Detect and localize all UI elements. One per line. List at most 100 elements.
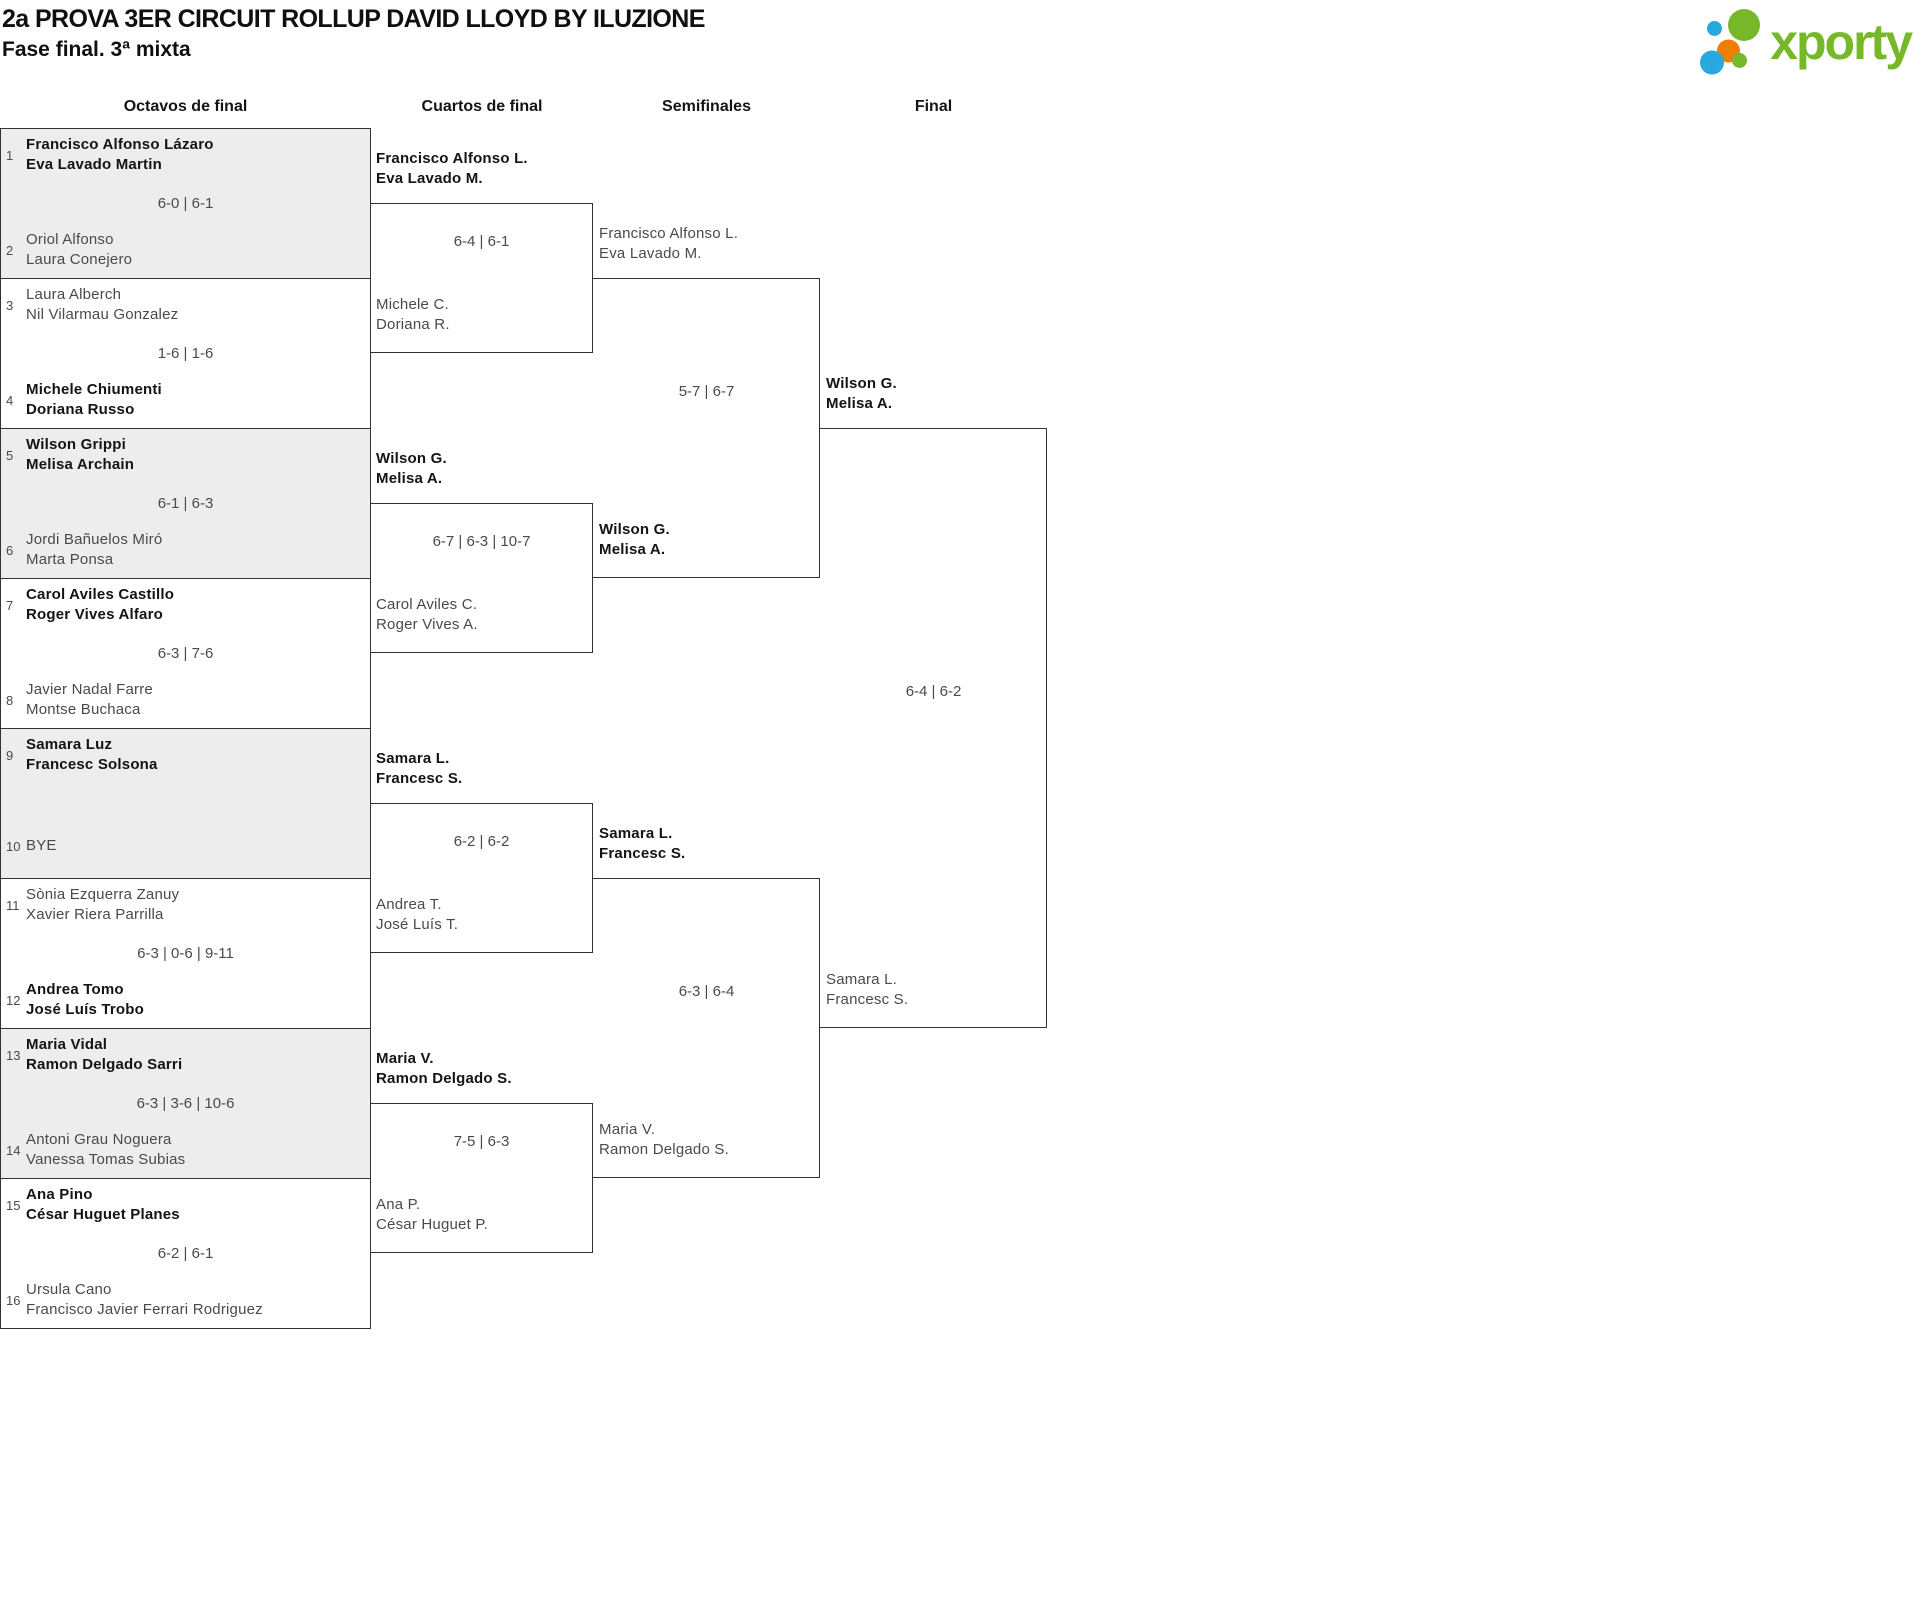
team-name-line: Wilson Grippi bbox=[26, 436, 126, 453]
team-name-line: Wilson G. bbox=[599, 521, 670, 538]
advancing-team-entry: Francisco Alfonso L.Eva Lavado M. bbox=[376, 149, 528, 189]
seed-number: 10 bbox=[6, 838, 21, 854]
team-name-line: Laura Conejero bbox=[26, 251, 133, 268]
seed-number: 13 bbox=[6, 1047, 21, 1063]
team-name-line: Ramon Delgado S. bbox=[599, 1141, 729, 1158]
team-name-line: Antoni Grau Noguera bbox=[26, 1131, 172, 1148]
team-name-line: Roger Vives Alfaro bbox=[26, 606, 163, 623]
team-names: Francisco Alfonso L.Eva Lavado M. bbox=[599, 224, 738, 264]
match-score: 6-3 | 0-6 | 9-11 bbox=[137, 945, 234, 962]
seed-number: 15 bbox=[6, 1197, 21, 1213]
team-name-line: Andrea T. bbox=[376, 896, 442, 913]
team-names: Wilson G. Melisa A. bbox=[826, 374, 897, 414]
team-names: Samara L.Francesc S. bbox=[376, 749, 462, 789]
team-names: Francisco Alfonso L.Eva Lavado M. bbox=[376, 149, 528, 189]
team-name-line: Wilson G. bbox=[376, 450, 447, 467]
team-name-line: Doriana Russo bbox=[26, 401, 135, 418]
team-names: Samara L.Francesc S. bbox=[826, 970, 908, 1010]
semifinal-match-box bbox=[593, 278, 820, 578]
cuartos-match-box bbox=[370, 503, 593, 653]
team-name-line: Javier Nadal Farre bbox=[26, 681, 153, 698]
match-score: 6-3 | 7-6 bbox=[157, 645, 214, 662]
round-header-cuartos: Cuartos de final bbox=[421, 98, 543, 115]
team-name-line: Samara L. bbox=[599, 825, 673, 842]
team-name-line: César Huguet Planes bbox=[26, 1206, 180, 1223]
team-name-line: Oriol Alfonso bbox=[26, 231, 114, 248]
team-name-line: Francesc Solsona bbox=[26, 756, 158, 773]
round-header-final: Final bbox=[914, 98, 953, 115]
team-names: Ana P.César Huguet P. bbox=[376, 1195, 488, 1235]
advancing-team-entry: Wilson G. Melisa A. bbox=[376, 449, 447, 489]
seed-number: 16 bbox=[6, 1292, 21, 1308]
advancing-team-entry: Michele C. Doriana R. bbox=[376, 295, 450, 335]
team-name-line: Melisa A. bbox=[826, 395, 893, 412]
team-name-line: Michele C. bbox=[376, 296, 449, 313]
round-header-octavos: Octavos de final bbox=[123, 98, 248, 115]
team-name-line: Ursula Cano bbox=[26, 1281, 112, 1298]
advancing-team-entry: Samara L.Francesc S. bbox=[599, 824, 685, 864]
advancing-team-entry: Maria V.Ramon Delgado S. bbox=[599, 1120, 729, 1160]
xporty-logo-text: xporty bbox=[1770, 14, 1913, 70]
match-score: 6-2 | 6-2 bbox=[453, 833, 510, 850]
round-header-semifinales: Semifinales bbox=[662, 98, 751, 115]
team-name-line: Francisco Alfonso L. bbox=[376, 150, 528, 167]
team-name-line: Melisa A. bbox=[376, 470, 443, 487]
team-name-line: Xavier Riera Parrilla bbox=[26, 906, 164, 923]
seed-number: 3 bbox=[6, 297, 14, 313]
team-name-line: Laura Alberch bbox=[26, 286, 122, 303]
team-entry: 10 BYE bbox=[1, 836, 362, 856]
advancing-team-entry: Wilson G. Melisa A. bbox=[599, 520, 670, 560]
seed-number: 11 bbox=[6, 897, 20, 913]
team-names: Andrea T.José Luís T. bbox=[376, 895, 458, 935]
team-name-line: Melisa A. bbox=[599, 541, 666, 558]
match-score: 1-6 | 1-6 bbox=[157, 345, 214, 362]
team-name-line: Doriana R. bbox=[376, 316, 450, 333]
cuartos-match-box bbox=[370, 803, 593, 953]
seed-number: 4 bbox=[6, 392, 14, 408]
team-name-line: Samara Luz bbox=[26, 736, 113, 753]
team-name-line: Marta Ponsa bbox=[26, 551, 114, 568]
seed-number: 2 bbox=[6, 242, 14, 258]
seed-number: 7 bbox=[6, 597, 14, 613]
team-name-line: Wilson G. bbox=[826, 375, 897, 392]
team-name-line: Nil Vilarmau Gonzalez bbox=[26, 306, 179, 323]
seed-number: 14 bbox=[6, 1142, 21, 1158]
team-names: Maria V.Ramon Delgado S. bbox=[599, 1120, 729, 1160]
seed-number: 9 bbox=[6, 747, 14, 763]
xporty-logo[interactable]: xporty bbox=[1697, 6, 1913, 78]
advancing-team-entry: Wilson G. Melisa A. bbox=[826, 374, 897, 414]
team-name-line: Samara L. bbox=[376, 750, 450, 767]
team-name-line: Ramon Delgado S. bbox=[376, 1070, 512, 1087]
match-score: 6-1 | 6-3 bbox=[157, 495, 214, 512]
team-name-line: Carol Aviles Castillo bbox=[26, 586, 175, 603]
match-score: 6-3 | 3-6 | 10-6 bbox=[136, 1095, 235, 1112]
advancing-team-entry: Andrea T.José Luís T. bbox=[376, 895, 458, 935]
advancing-team-entry: Samara L.Francesc S. bbox=[826, 970, 908, 1010]
team-name-line: Ana Pino bbox=[26, 1186, 93, 1203]
team-name-line: BYE bbox=[26, 837, 57, 854]
match-score: 6-4 | 6-2 bbox=[905, 683, 962, 700]
team-name-line: Maria V. bbox=[376, 1050, 434, 1067]
team-name-line: Jordi Bañuelos Miró bbox=[26, 531, 163, 548]
xporty-logo-icon bbox=[1697, 6, 1763, 78]
match-score: 6-7 | 6-3 | 10-7 bbox=[432, 533, 531, 550]
